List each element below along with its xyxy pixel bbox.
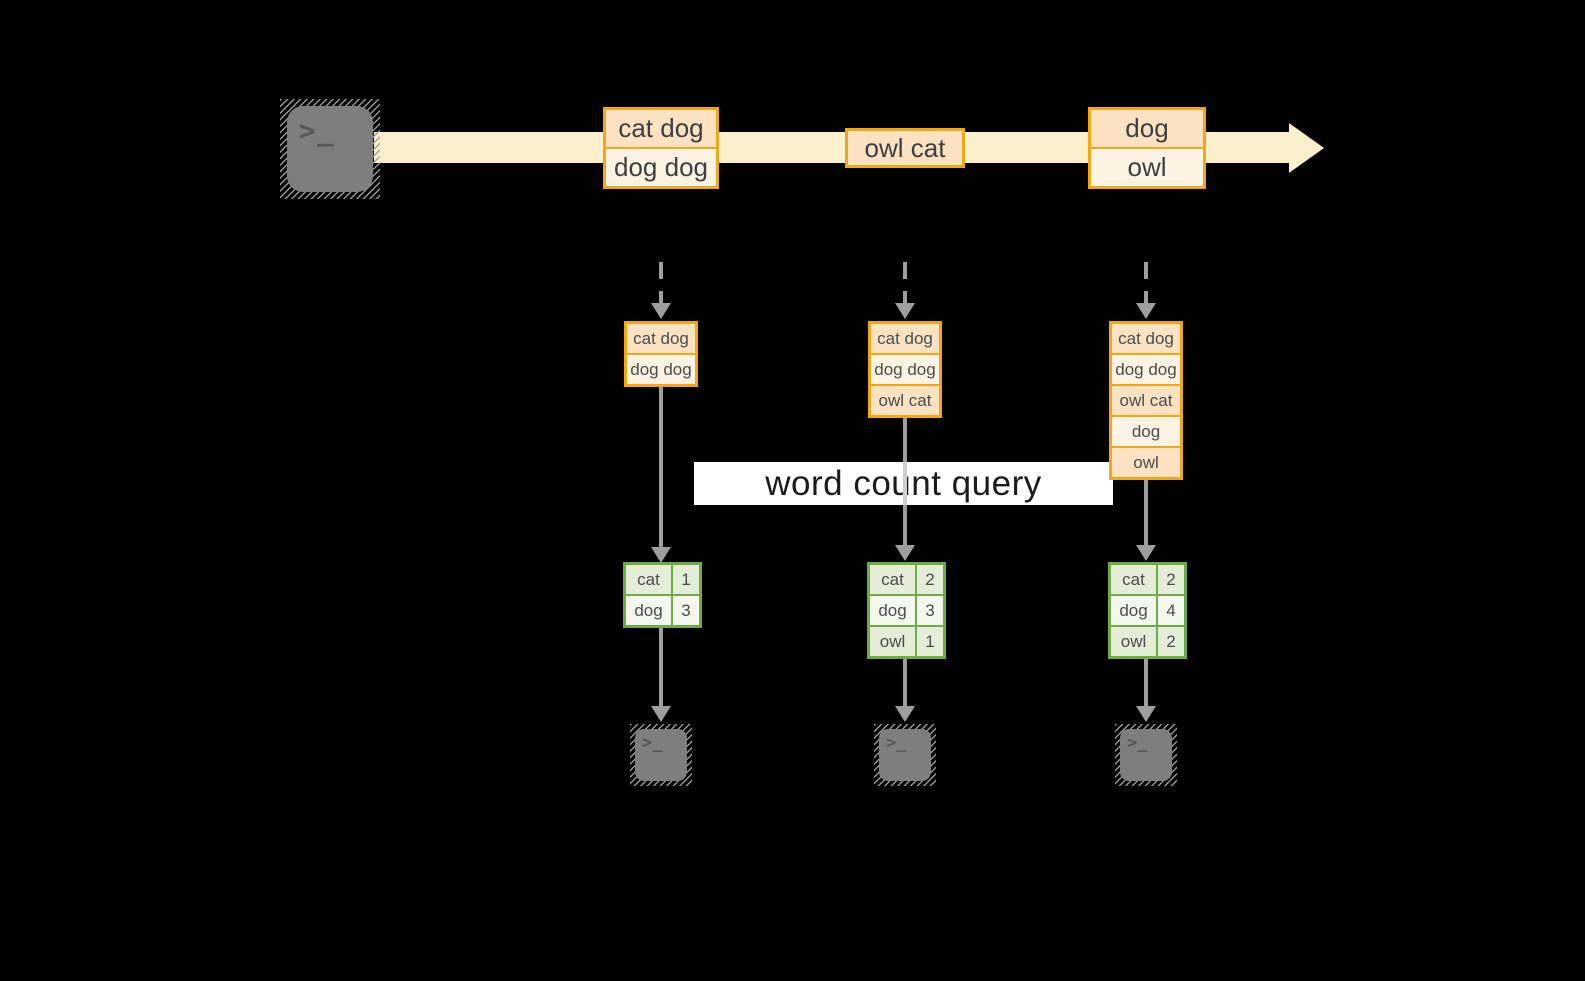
state-row: owl — [1112, 448, 1180, 477]
terminal-prompt-glyph: >_ — [642, 733, 663, 753]
word-cell: dog — [870, 596, 915, 625]
terminal-icon: >_ — [635, 729, 687, 781]
state-row: dog dog — [627, 355, 695, 384]
count-cell: 3 — [673, 596, 699, 625]
query-arrowhead-1-icon — [651, 547, 671, 563]
word-cell: dog — [1111, 596, 1156, 625]
terminal-icon: >_ — [1120, 729, 1172, 781]
terminal-icon: >_ — [879, 729, 931, 781]
output-arrowhead-2-icon — [895, 706, 915, 722]
query-arrow-line-1 — [659, 387, 663, 547]
count-cell: 2 — [917, 565, 943, 594]
state-row: cat dog — [627, 324, 695, 353]
word-cell: owl — [870, 627, 915, 656]
count-cell: 1 — [917, 627, 943, 656]
batch-line: cat dog — [606, 110, 716, 147]
output-arrow-line-1 — [659, 628, 663, 706]
state-box-1: cat dog dog dog — [624, 321, 698, 387]
terminal-icon: >_ — [287, 106, 373, 192]
output-arrowhead-3-icon — [1136, 706, 1156, 722]
count-table-1: cat 1 dog 3 — [623, 562, 702, 628]
count-cell: 4 — [1158, 596, 1184, 625]
batch-line: owl cat — [848, 131, 962, 165]
query-arrowhead-3-icon — [1136, 545, 1156, 561]
count-cell: 2 — [1158, 565, 1184, 594]
state-row: dog dog — [1112, 355, 1180, 384]
count-cell: 3 — [917, 596, 943, 625]
terminal-prompt-glyph: >_ — [1127, 733, 1148, 753]
trigger-arrowhead-1-icon — [651, 303, 671, 319]
state-box-3: cat dog dog dog owl cat dog owl — [1109, 321, 1183, 480]
state-row: owl cat — [871, 386, 939, 415]
trigger-arrow-dash-3 — [1144, 262, 1148, 304]
state-row: owl cat — [1112, 386, 1180, 415]
count-table-3: cat 2 dog 4 owl 2 — [1108, 562, 1187, 659]
state-row: cat dog — [871, 324, 939, 353]
query-arrow-line-3 — [1144, 480, 1148, 545]
batch-line: owl — [1091, 149, 1203, 186]
count-table-2: cat 2 dog 3 owl 1 — [867, 562, 946, 659]
stream-batch-2: owl cat — [845, 128, 965, 168]
stream-batch-3: dog owl — [1088, 107, 1206, 189]
sink-terminal-1-icon: >_ — [630, 724, 692, 786]
word-cell: cat — [626, 565, 671, 594]
stream-timeline-arrowhead-icon — [1289, 123, 1324, 173]
output-arrow-line-2 — [903, 659, 907, 706]
query-arrowhead-2-icon — [895, 545, 915, 561]
state-box-2: cat dog dog dog owl cat — [868, 321, 942, 418]
count-cell: 2 — [1158, 627, 1184, 656]
trigger-arrow-dash-2 — [903, 262, 907, 304]
state-row: dog dog — [871, 355, 939, 384]
count-cell: 1 — [673, 565, 699, 594]
state-row: cat dog — [1112, 324, 1180, 353]
query-arrow-overlay-segment — [903, 462, 907, 505]
sink-terminal-2-icon: >_ — [874, 724, 936, 786]
trigger-arrowhead-3-icon — [1136, 303, 1156, 319]
word-cell: dog — [626, 596, 671, 625]
batch-line: dog dog — [606, 149, 716, 186]
output-arrow-line-3 — [1144, 659, 1148, 706]
trigger-arrow-dash-1 — [659, 262, 663, 304]
sink-terminal-3-icon: >_ — [1115, 724, 1177, 786]
terminal-prompt-glyph: >_ — [886, 733, 907, 753]
word-cell: cat — [1111, 565, 1156, 594]
word-cell: owl — [1111, 627, 1156, 656]
batch-line: dog — [1091, 110, 1203, 147]
state-row: dog — [1112, 417, 1180, 446]
output-arrowhead-1-icon — [651, 706, 671, 722]
terminal-prompt-glyph: >_ — [299, 114, 335, 147]
word-cell: cat — [870, 565, 915, 594]
stream-batch-1: cat dog dog dog — [603, 107, 719, 189]
source-terminal-icon: >_ — [280, 99, 380, 199]
trigger-arrowhead-2-icon — [895, 303, 915, 319]
